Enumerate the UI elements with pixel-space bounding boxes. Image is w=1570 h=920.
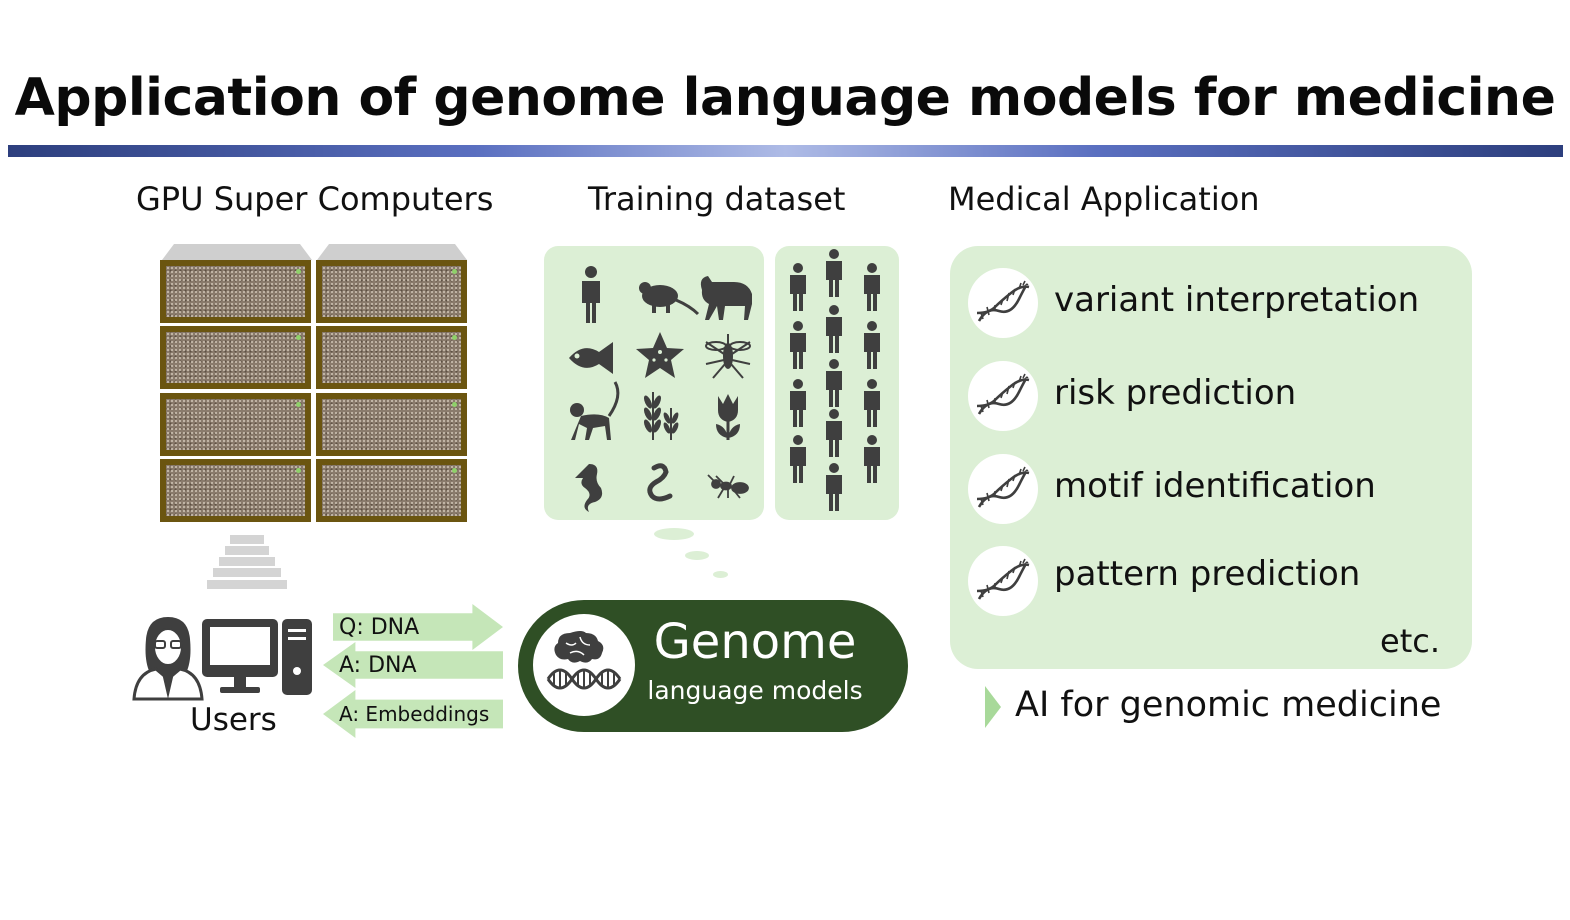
computer-tower-icon (282, 619, 312, 695)
model-title: Genome (653, 614, 857, 670)
application-item: variant interpretation (1054, 280, 1420, 320)
application-item: risk prediction (1054, 373, 1297, 413)
section-heading-gpu: GPU Super Computers (136, 180, 494, 218)
wheat-icon (643, 392, 679, 440)
snake-icon (647, 463, 673, 502)
stair-step (213, 568, 281, 577)
brain-dna-icon-circle (533, 614, 635, 716)
stair-step (225, 546, 269, 555)
stair-step (219, 557, 275, 566)
model-subtitle: language models (647, 676, 863, 705)
human-population (790, 249, 880, 511)
doctor-icon (132, 617, 204, 701)
ant-icon (707, 474, 749, 499)
server-unit (160, 459, 311, 522)
population-icons (790, 249, 880, 511)
answer-dna-arrow-label: A: DNA (339, 653, 417, 678)
section-heading-training: Training dataset (588, 180, 846, 218)
answer-embeddings-arrow-label: A: Embeddings (339, 702, 490, 726)
mosquito-icon (705, 334, 751, 379)
stair-step (207, 580, 287, 589)
server-unit (160, 393, 311, 456)
server-unit (316, 459, 467, 522)
users-label: Users (190, 702, 277, 738)
monitor-icon (202, 619, 278, 693)
fish-icon (569, 342, 613, 374)
application-item: motif identification (1054, 466, 1376, 506)
rack-top-left (162, 244, 312, 260)
organism-icons (569, 266, 752, 512)
title-divider (8, 145, 1563, 157)
conclusion-text: AI for genomic medicine (1015, 685, 1442, 725)
dna-icon (975, 279, 1031, 323)
stair-step (230, 535, 264, 544)
server-unit (160, 260, 311, 323)
thought-bubble (685, 551, 709, 560)
dna-icon (975, 372, 1031, 416)
dna-icon-circle (968, 268, 1038, 338)
medical-application-panel (950, 246, 1472, 669)
starfish-icon (636, 332, 684, 378)
server-unit (316, 393, 467, 456)
server-unit (316, 326, 467, 389)
bullet-arrow-icon (985, 686, 1001, 728)
dna-icon-circle (968, 454, 1038, 524)
dna-icon-circle (968, 361, 1038, 431)
dna-icon-circle (968, 546, 1038, 616)
seahorse-icon (575, 464, 603, 512)
query-arrow-label: Q: DNA (339, 615, 420, 640)
application-dna-icons (975, 279, 1031, 601)
human-icon (582, 266, 600, 323)
dna-icon (975, 465, 1031, 509)
mouse-icon (639, 282, 700, 316)
monkey-icon (570, 381, 620, 440)
applications-more: etc. (1380, 622, 1440, 660)
thought-bubble (713, 571, 728, 578)
section-heading-medical: Medical Application (948, 180, 1260, 218)
server-unit (316, 260, 467, 323)
rack-top-right (317, 244, 467, 260)
application-item: pattern prediction (1054, 554, 1361, 594)
dna-icon (975, 557, 1031, 601)
users-illustration (132, 617, 312, 701)
bull-icon (700, 276, 752, 320)
brain-dna-icon (546, 631, 622, 690)
tulip-icon (716, 394, 740, 440)
thought-bubble (654, 528, 694, 540)
page-title: Application of genome language models fo… (14, 68, 1556, 128)
server-unit (160, 326, 311, 389)
